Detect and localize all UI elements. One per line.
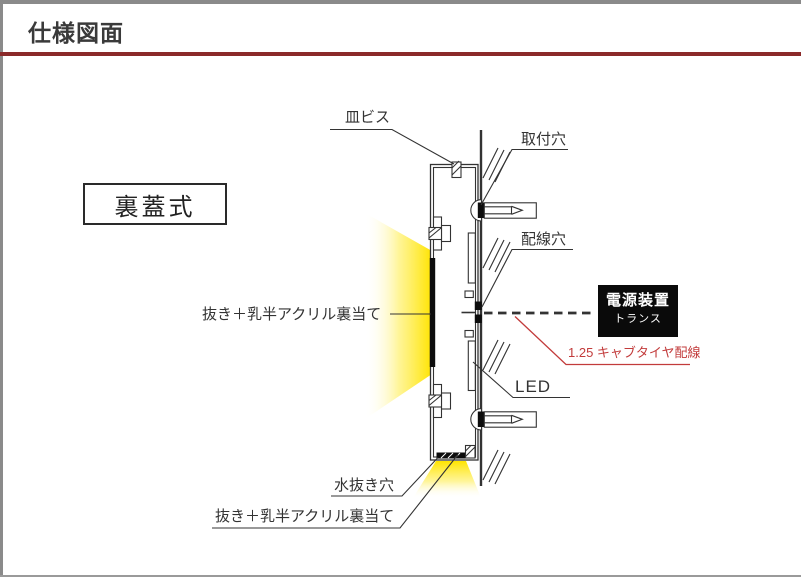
acrylic-strip-left [429, 258, 436, 367]
leader-cutout-bottom [212, 454, 459, 529]
label-mounting-hole: 取付穴 [521, 131, 567, 148]
cable-note: 1.25 キャブタイヤ配線 [568, 345, 701, 360]
label-led: LED [515, 377, 552, 396]
label-cutout-acrylic-left: 抜き＋乳半アクリル裏当て [202, 305, 382, 323]
light-glow-left [365, 213, 432, 419]
page-frame-top [0, 0, 801, 4]
cable-clamp-upper [464, 290, 474, 299]
power-unit-title: 電源装置 [605, 292, 670, 309]
page-frame-left [0, 0, 3, 577]
clamp-lower-left [428, 383, 452, 419]
leader-mounting-hole [480, 148, 568, 206]
label-drain-hole: 水抜き穴 [334, 477, 395, 494]
leader-drain-hole [331, 457, 439, 497]
label-countersunk-screw: 皿ビス [345, 109, 391, 126]
anchor-bolt-upper [470, 199, 537, 222]
drain-screw [464, 444, 476, 459]
label-wiring-hole: 配線穴 [521, 231, 567, 248]
led-module-upper [467, 232, 476, 284]
page-title: 仕様図面 [28, 20, 124, 46]
anchor-bolt-lower [470, 408, 537, 431]
type-label: 裏蓋式 [114, 193, 196, 221]
leader-wiring-hole [481, 248, 573, 308]
page-frame-bottom [0, 575, 801, 577]
type-label-box: 裏蓋式 [83, 183, 227, 225]
power-unit-subtitle: トランス [614, 313, 662, 325]
wiring-hole [461, 301, 482, 323]
wall-hatch [482, 147, 511, 485]
leader-countersunk-screw [330, 128, 455, 165]
label-cutout-acrylic-bottom: 抜き＋乳半アクリル裏当て [215, 508, 395, 525]
cable-note-leader [514, 316, 690, 366]
title-divider-rule [0, 52, 801, 56]
bottom-acrylic-strip [436, 452, 466, 459]
cable-clamp-lower [464, 329, 474, 338]
leader-led [472, 361, 570, 399]
light-glow-bottom [413, 461, 481, 498]
countersunk-screw [451, 160, 462, 179]
clamp-upper-left [428, 216, 452, 251]
led-module-lower [467, 340, 476, 392]
power-unit-box: 電源装置 トランス [598, 285, 678, 337]
